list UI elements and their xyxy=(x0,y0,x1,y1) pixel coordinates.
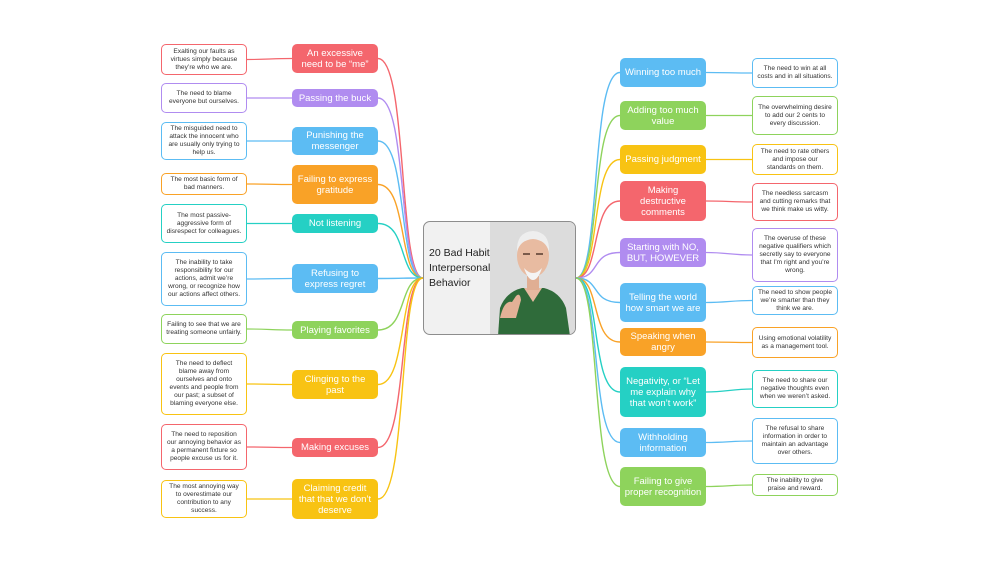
connector-punishing-the-messenger xyxy=(377,140,424,279)
note-link-playing-favorites xyxy=(246,328,293,331)
note-clinging-to-the-past: The need to deflect blame away from ours… xyxy=(161,353,247,415)
note-link-making-destructive-comments xyxy=(705,200,753,203)
branch-claiming-credit-that-that-we-don-t-deser[interactable]: Claiming credit that that we don’t deser… xyxy=(292,479,378,519)
branch-negativity-or-let-me-explain-why-that-wo[interactable]: Negativity, or “Let me explain why that … xyxy=(620,367,706,417)
branch-an-excessive-need-to-be-me[interactable]: An excessive need to be “me” xyxy=(292,44,378,73)
note-claiming-credit-that-that-we-don-t-deser: The most annoying way to overestimate ou… xyxy=(161,480,247,518)
branch-passing-the-buck[interactable]: Passing the buck xyxy=(292,89,378,107)
connector-making-excuses xyxy=(377,277,424,449)
branch-clinging-to-the-past[interactable]: Clinging to the past xyxy=(292,370,378,399)
connector-making-destructive-comments xyxy=(575,200,621,279)
note-telling-the-world-how-smart-we-are: The need to show people we’re smarter th… xyxy=(752,286,838,315)
branch-making-excuses[interactable]: Making excuses xyxy=(292,438,378,457)
portrait-image xyxy=(490,222,575,334)
central-topic-title: 20 Bad Habits of Interpersonal Behavior xyxy=(429,247,507,289)
branch-failing-to-give-proper-recognition[interactable]: Failing to give proper recognition xyxy=(620,467,706,506)
note-link-telling-the-world-how-smart-we-are xyxy=(705,299,753,304)
note-not-listening: The most passive-aggressive form of disr… xyxy=(161,204,247,243)
connector-telling-the-world-how-smart-we-are xyxy=(575,277,621,304)
branch-making-destructive-comments[interactable]: Making destructive comments xyxy=(620,181,706,221)
note-link-an-excessive-need-to-be-me xyxy=(246,57,293,61)
connector-failing-to-give-proper-recognition xyxy=(575,277,621,488)
note-link-speaking-when-angry xyxy=(705,341,753,344)
branch-speaking-when-angry[interactable]: Speaking when angry xyxy=(620,328,706,356)
connector-adding-too-much-value xyxy=(575,114,621,279)
note-passing-the-buck: The need to blame everyone but ourselves… xyxy=(161,83,247,113)
note-making-excuses: The need to reposition our annoying beha… xyxy=(161,424,247,470)
note-punishing-the-messenger: The misguided need to attack the innocen… xyxy=(161,122,247,160)
branch-refusing-to-express-regret[interactable]: Refusing to express regret xyxy=(292,264,378,293)
note-withholding-information: The refusal to share information in orde… xyxy=(752,418,838,464)
note-refusing-to-express-regret: The inability to take responsibility for… xyxy=(161,252,247,306)
note-winning-too-much: The need to win at all costs and in all … xyxy=(752,58,838,88)
note-link-withholding-information xyxy=(705,440,753,444)
note-failing-to-express-gratitude: The most basic form of bad manners. xyxy=(161,173,247,195)
branch-punishing-the-messenger[interactable]: Punishing the messenger xyxy=(292,127,378,155)
note-link-clinging-to-the-past xyxy=(246,383,293,386)
branch-playing-favorites[interactable]: Playing favorites xyxy=(292,321,378,339)
connector-negativity-or-let-me-explain-why-that-wo xyxy=(575,277,621,393)
note-adding-too-much-value: The overwhelming desire to add our 2 cen… xyxy=(752,96,838,135)
connector-passing-the-buck xyxy=(377,97,424,279)
note-link-negativity-or-let-me-explain-why-that-wo xyxy=(705,388,753,393)
connector-playing-favorites xyxy=(377,277,424,331)
central-topic[interactable]: 20 Bad Habits of Interpersonal Behavior xyxy=(423,221,576,335)
connector-starting-with-no-but-however xyxy=(575,251,621,279)
connector-passing-judgment xyxy=(575,158,621,279)
note-link-starting-with-no-but-however xyxy=(705,251,753,256)
note-starting-with-no-but-however: The overuse of these negative qualifiers… xyxy=(752,228,838,282)
branch-withholding-information[interactable]: Withholding information xyxy=(620,428,706,457)
connector-speaking-when-angry xyxy=(575,277,621,343)
branch-winning-too-much[interactable]: Winning too much xyxy=(620,58,706,87)
connector-refusing-to-express-regret xyxy=(377,277,424,280)
connector-claiming-credit-that-that-we-don-t-deser xyxy=(377,277,424,500)
branch-starting-with-no-but-however[interactable]: Starting with NO, BUT, HOWEVER xyxy=(620,238,706,267)
note-negativity-or-let-me-explain-why-that-wo: The need to share our negative thoughts … xyxy=(752,370,838,408)
note-playing-favorites: Failing to see that we are treating some… xyxy=(161,314,247,344)
connector-failing-to-express-gratitude xyxy=(377,183,424,279)
note-making-destructive-comments: The needless sarcasm and cutting remarks… xyxy=(752,183,838,221)
branch-not-listening[interactable]: Not listening xyxy=(292,214,378,233)
note-link-failing-to-express-gratitude xyxy=(246,183,293,186)
note-passing-judgment: The need to rate others and impose our s… xyxy=(752,144,838,175)
note-link-refusing-to-express-regret xyxy=(246,277,293,280)
note-link-making-excuses xyxy=(246,446,293,449)
connector-not-listening xyxy=(377,222,424,279)
branch-adding-too-much-value[interactable]: Adding too much value xyxy=(620,101,706,130)
note-an-excessive-need-to-be-me: Exalting our faults as virtues simply be… xyxy=(161,44,247,75)
note-link-failing-to-give-proper-recognition xyxy=(705,484,753,488)
connector-clinging-to-the-past xyxy=(377,277,424,386)
note-link-winning-too-much xyxy=(705,71,753,74)
connector-winning-too-much xyxy=(575,71,621,279)
branch-failing-to-express-gratitude[interactable]: Failing to express gratitude xyxy=(292,165,378,204)
branch-telling-the-world-how-smart-we-are[interactable]: Telling the world how smart we are xyxy=(620,283,706,322)
note-speaking-when-angry: Using emotional volatility as a manageme… xyxy=(752,327,838,358)
branch-passing-judgment[interactable]: Passing judgment xyxy=(620,145,706,174)
connector-an-excessive-need-to-be-me xyxy=(377,57,424,279)
note-failing-to-give-proper-recognition: The inability to give praise and reward. xyxy=(752,474,838,496)
